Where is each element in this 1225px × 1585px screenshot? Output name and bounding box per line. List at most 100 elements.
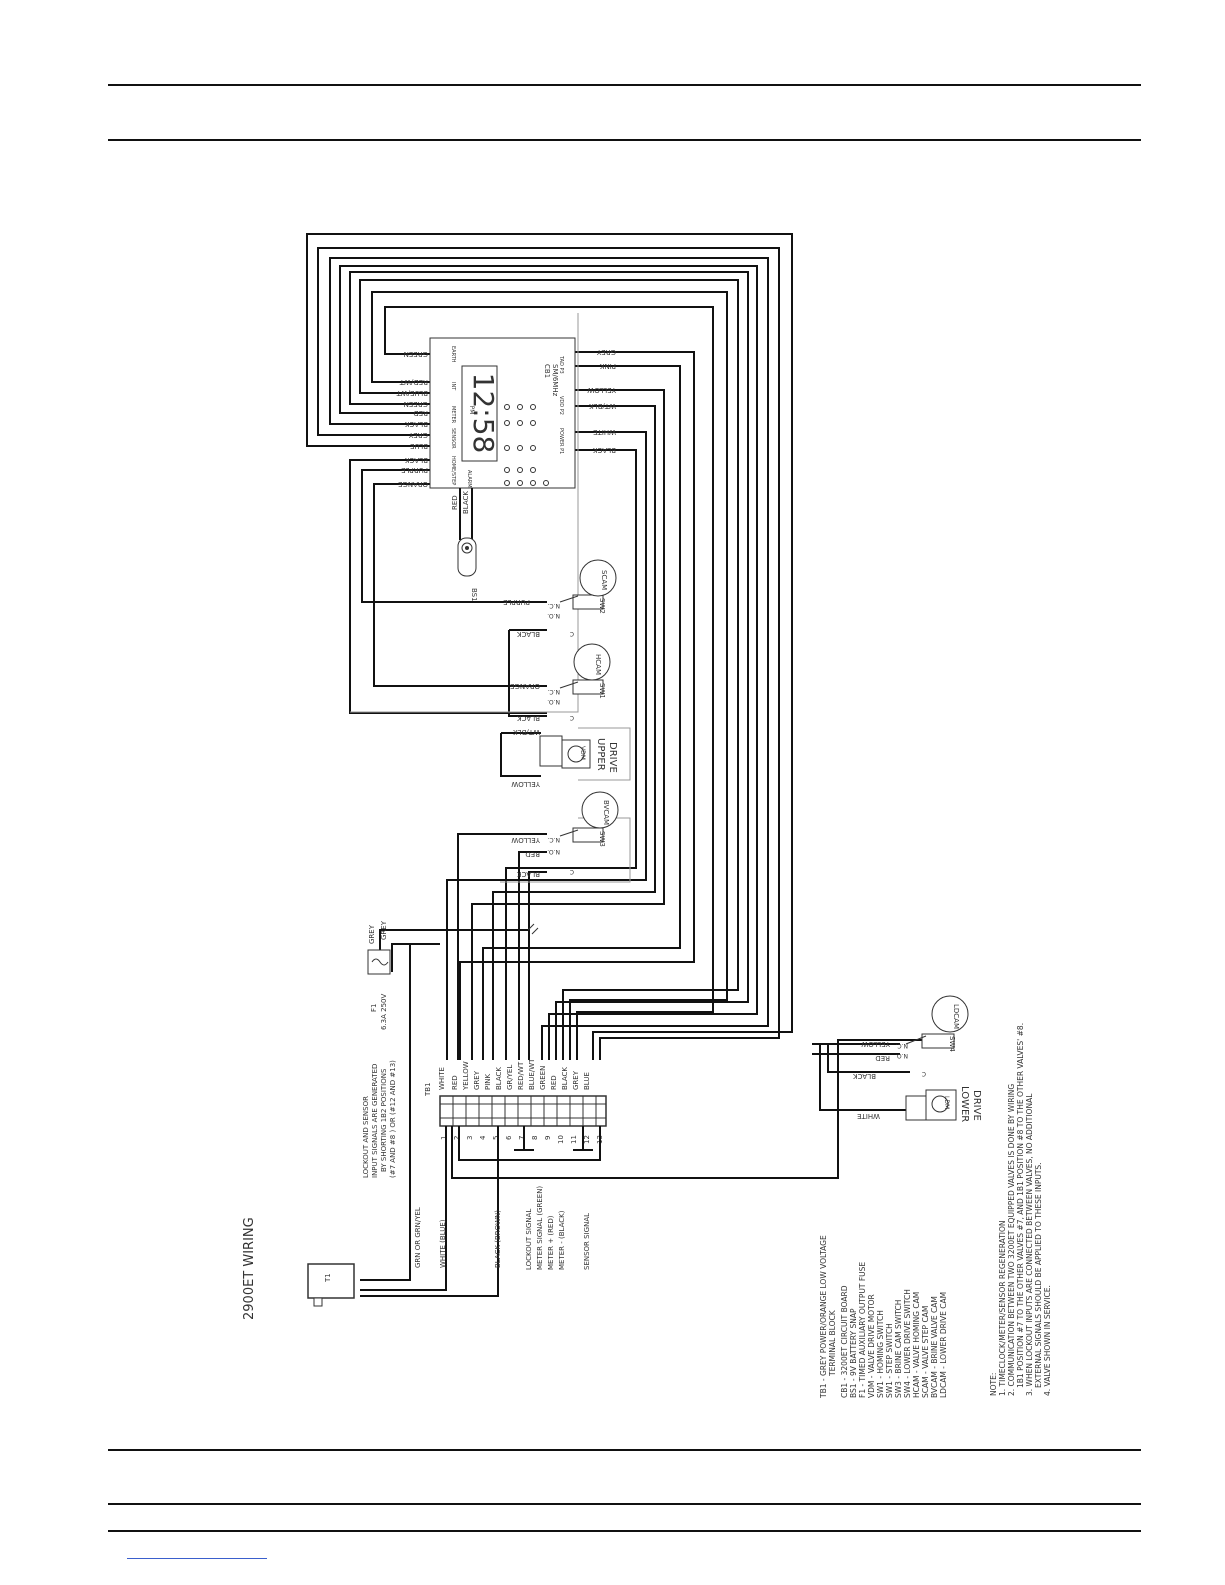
lower-drive-motor: LDM — [943, 1096, 950, 1109]
pin-vdd: VDD P2 — [558, 396, 564, 415]
wire-label: BLUE — [410, 442, 428, 450]
top-rule-1 — [108, 84, 1141, 86]
pin-sensor: SENSOR — [450, 428, 456, 449]
bottom-rule-1 — [108, 1449, 1141, 1451]
tb1-wire: PINK — [484, 1073, 492, 1090]
sw2-id: SW2 — [598, 598, 606, 614]
transformer-id: T1 — [324, 1273, 332, 1283]
transformer-t1: T1 GRN OR GRN/YEL WHITE (BLUE) BLACK (BR… — [307, 1207, 502, 1307]
signal-label: METER SIGNAL (GREEN) — [536, 1186, 544, 1270]
board-sub: SM/6MHz — [551, 364, 559, 397]
switch-sw1: HCAM SW1 ORANGE BLACK N.C. N.O. C — [510, 643, 611, 722]
note-line: 4. VALVE SHOWN IN SERVICE. — [1043, 1285, 1052, 1396]
tb1-wire: YELLOW — [462, 1061, 470, 1091]
sw3-contact-no: N.O. — [547, 848, 560, 855]
sw3-contact-c: C — [570, 868, 574, 875]
sw4-cam: LDCAM — [952, 1004, 960, 1029]
pin-alarm: ALARM — [466, 470, 472, 488]
wire-label: BLACK — [405, 420, 428, 428]
pin-tad: TAD P3 — [558, 355, 564, 374]
legend-line: TERMINAL BLOCK — [828, 1309, 837, 1377]
sw4-wire-yellow: YELLOW — [861, 1040, 891, 1048]
clock-display: 12:58 — [467, 373, 500, 454]
sw1-contact-c: C — [570, 714, 574, 721]
lower-wire-black: BLACK — [853, 1072, 876, 1080]
sw4-wire-red: RED — [875, 1054, 890, 1062]
bottom-rule-3 — [108, 1530, 1141, 1532]
tb1-position: 6 — [505, 1135, 513, 1140]
notes: NOTE: 1. TIMECLOCK/METER/SENSOR REGENERA… — [989, 1023, 1052, 1396]
lower-drive-label2: DRIVE — [971, 1090, 982, 1121]
wire-label: WHITE — [593, 428, 616, 436]
lockout-note-line: BY SHORTING 1B2 POSITIONS — [380, 1068, 388, 1172]
tb1-position: 10 — [557, 1135, 565, 1144]
sw1-contact-no: N.O. — [547, 698, 560, 705]
wire-label: GREEN — [404, 350, 428, 358]
tb1-wire-labels: WHITE RED YELLOW GREY PINK BLACK GR/YEL … — [438, 1058, 591, 1091]
legend-line: SW3 - BRINE CAM SWITCH — [894, 1300, 903, 1398]
sw2-cam: SCAM — [600, 570, 608, 590]
sw4-contact-nc: N.C. — [895, 1042, 908, 1049]
sw3-wire-yellow: YELLOW — [511, 836, 541, 844]
wire-label: ORANGE — [398, 480, 428, 488]
tb1-positions: 1 2 3 4 5 6 7 8 9 10 11 12 13 — [440, 1135, 604, 1144]
tb1-name: TB1 — [424, 1082, 432, 1097]
switch-sw4: LDCAM SW4 YELLOW RED N.C. N.O. C — [812, 995, 969, 1077]
tb1-wire: GREY — [572, 1070, 580, 1090]
wire-label: RED — [413, 409, 428, 417]
fuse-id: F1 — [370, 1004, 378, 1012]
upper-wire-wtblk: WT/BLK — [513, 728, 540, 736]
note-line: 1B1 POSITION #7 TO THE OTHER VALVES #7, … — [1016, 1023, 1025, 1388]
bottom-rule-2 — [108, 1503, 1141, 1505]
legend-line: TB1 - GREY POWER/ORANGE LOW VOLTAGE — [819, 1235, 828, 1399]
fuse-f1: GREY GREY F1 6.3A 250V — [367, 920, 539, 1030]
sw1-wire-black: BLACK — [517, 714, 540, 722]
note-line: 3. WHEN LOCKOUT INPUTS ARE CONNECTED BET… — [1025, 1093, 1034, 1396]
note-line: NOTE: — [989, 1373, 998, 1396]
tb1-position: 7 — [518, 1136, 526, 1140]
tb1-position: 12 — [583, 1135, 591, 1144]
sw1-wire-orange: ORANGE — [510, 682, 540, 690]
sw2-contact-no: N.O. — [547, 612, 560, 619]
tb1-position: 9 — [544, 1136, 552, 1140]
wire-label: PURPLE — [401, 466, 428, 474]
pin-homestep: HOME/STEP — [450, 456, 456, 485]
tb1-wire: BLUE/WT — [528, 1058, 536, 1090]
signal-label: METER + (RED) — [547, 1215, 555, 1270]
tb1-wire: WHITE — [438, 1067, 446, 1090]
tb1-wire: BLACK — [495, 1067, 503, 1090]
fuse-rating: 6.3A 250V — [380, 993, 388, 1030]
tb1-wire: GREEN — [539, 1066, 547, 1090]
transformer-wire-black: BLACK (BROWN) — [494, 1210, 502, 1268]
wire-label: YELLOW — [587, 386, 617, 394]
circuit-board-cb1: 12:58 PM CB1 SM/6MHz EARTH INT METER SEN… — [429, 337, 576, 489]
sw2-contact-nc: N.C. — [547, 602, 560, 609]
fuse-wire-grey-2: GREY — [380, 920, 388, 940]
lockout-note-line: LOCKOUT AND SENSOR — [362, 1096, 370, 1178]
outer-wire-loops — [306, 233, 793, 1060]
wire-label: GREY — [408, 431, 428, 439]
sw1-contact-nc: N.C. — [547, 688, 560, 695]
switch-sw2: SCAM SW2 PURPLE BLACK N.C. N.O. C — [503, 559, 617, 638]
sw3-wire-red: RED — [525, 850, 540, 858]
fuse-wire-grey: GREY — [368, 924, 376, 944]
tb1-position: 11 — [570, 1135, 578, 1144]
legend: TB1 - GREY POWER/ORANGE LOW VOLTAGE TERM… — [819, 1235, 948, 1399]
legend-line: F1 - TIMED AUXILIARY OUTPUT FUSE — [858, 1262, 867, 1398]
legend-line: SW1 - HOMING SWITCH — [876, 1310, 885, 1398]
note-line: 2. COMMUNICATION BETWEEN TWO 3200ET EQUI… — [1007, 1084, 1016, 1396]
legend-line: SW1 - STEP SWITCH — [885, 1323, 894, 1398]
wire-label: GREY — [596, 348, 616, 356]
pin-meter: METER — [450, 406, 456, 424]
wire-label: RED/WT — [399, 378, 428, 386]
tb1-position: 4 — [479, 1135, 487, 1140]
sw2-wire-black: BLACK — [517, 630, 540, 638]
tb1-wire: GREY — [473, 1070, 481, 1090]
board-name: CB1 — [543, 364, 551, 378]
sw4-contact-no: N.O. — [895, 1052, 908, 1059]
upper-wire-yellow: YELLOW — [511, 780, 541, 788]
footer-link-underline[interactable] — [127, 1558, 267, 1559]
wire-label: PINK — [599, 362, 616, 370]
upper-drive-label2: DRIVE — [607, 742, 618, 773]
sw3-cam: BVCAM — [602, 800, 610, 825]
